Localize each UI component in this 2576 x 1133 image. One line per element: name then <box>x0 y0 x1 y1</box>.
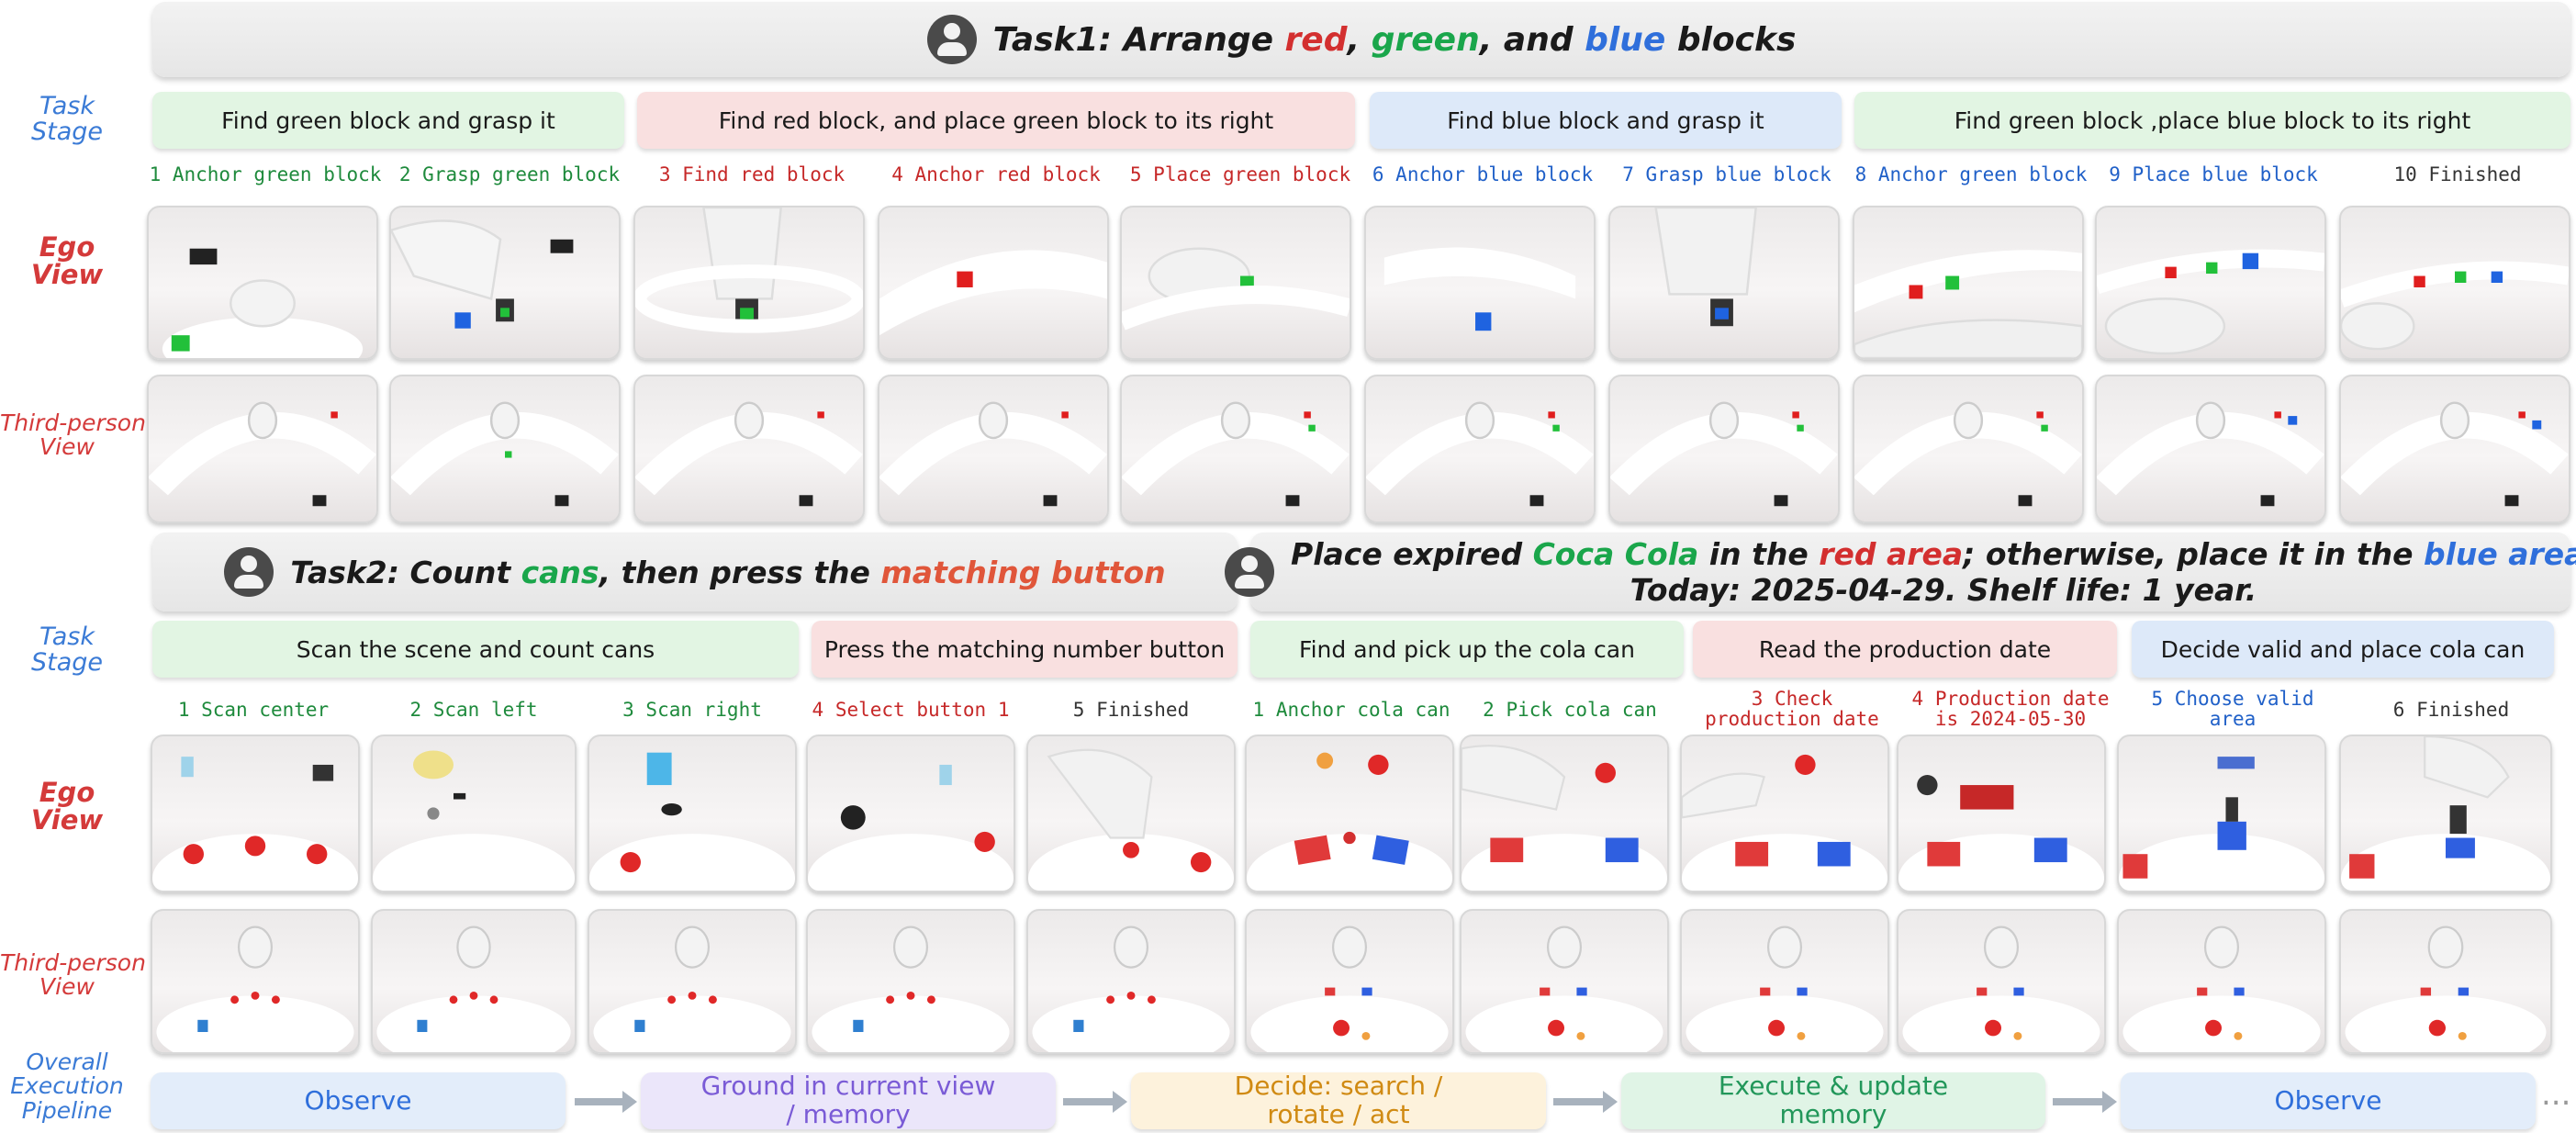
ego-view-image-top-7 <box>1608 206 1840 360</box>
step-bottom-11: 6 Finished <box>2392 699 2510 721</box>
third-person-image-top-9 <box>2095 375 2326 523</box>
step-bottom-3: 3 Scan right <box>622 699 762 721</box>
task1-banner: Task1: Arrange red, green, and blue bloc… <box>152 2 2570 77</box>
step-top-9: 9 Place blue block <box>2109 163 2318 185</box>
user-avatar-icon <box>926 15 977 64</box>
ego-view-image-top-8 <box>1853 206 2084 360</box>
pipeline-ellipsis: ... <box>2541 1076 2571 1113</box>
ego-view-image-top-1 <box>147 206 378 360</box>
third-person-image-bottom-8 <box>1680 909 1889 1054</box>
stage-bottom-1: Scan the scene and count cans <box>152 621 799 678</box>
stage-top-1: Find green block and grasp it <box>152 92 624 149</box>
stage-top-4: Find green block ,place blue block to it… <box>1854 92 2570 149</box>
third-person-image-bottom-2 <box>371 909 577 1054</box>
third-person-image-bottom-3 <box>588 909 797 1054</box>
step-top-8: 8 Anchor green block <box>1854 163 2088 185</box>
ego-view-image-bottom-7 <box>1460 735 1669 892</box>
stage-top-2: Find red block, and place green block to… <box>637 92 1355 149</box>
task3-title-line1: Place expired Coca Cola in the red area;… <box>1291 536 2576 572</box>
pipeline-ground: Ground in current view/ memory <box>641 1071 1056 1129</box>
ego-view-image-bottom-4 <box>806 735 1015 892</box>
pipeline-arrow-3 <box>1553 1091 1618 1113</box>
pipeline-arrow-4 <box>2053 1091 2117 1113</box>
pipeline-arrow-1 <box>575 1091 637 1113</box>
ego-view-image-bottom-2 <box>371 735 577 892</box>
third-person-image-bottom-6 <box>1245 909 1454 1054</box>
task2-title: Task2: Count cans, then press the matchi… <box>290 554 1166 590</box>
ego-view-image-bottom-9 <box>1897 735 2106 892</box>
task3-banner: Place expired Coca Cola in the red area;… <box>1225 533 2576 611</box>
pipeline-observe-1: Observe <box>151 1072 566 1129</box>
ego-view-image-top-5 <box>1120 206 1351 360</box>
ego-view-image-bottom-1 <box>151 735 360 892</box>
ego-view-image-top-9 <box>2095 206 2326 360</box>
step-top-2: 2 Grasp green block <box>398 163 621 185</box>
step-bottom-2: 2 Scan left <box>409 699 538 721</box>
stage-bottom-2: Press the matching number button <box>812 621 1238 678</box>
step-top-5: 5 Place green block <box>1129 163 1351 185</box>
task3-title-line2: Today: 2025-04-29. Shelf life: 1 year. <box>1630 572 2257 608</box>
third-person-image-top-7 <box>1608 375 1840 523</box>
step-top-10: 10 Finished <box>2393 163 2522 185</box>
user-avatar-icon <box>224 547 274 597</box>
step-bottom-6: 1 Anchor cola can <box>1252 699 1450 721</box>
stage-top-3: Find blue block and grasp it <box>1370 92 1842 149</box>
ego-view-image-bottom-11 <box>2339 735 2552 892</box>
third-person-image-bottom-11 <box>2339 909 2552 1054</box>
third-person-image-bottom-9 <box>1897 909 2106 1054</box>
third-person-image-top-2 <box>389 375 621 523</box>
step-top-1: 1 Anchor green block <box>149 163 382 185</box>
step-top-4: 4 Anchor red block <box>891 163 1101 185</box>
user-avatar-icon <box>1225 547 1275 597</box>
third-person-image-bottom-10 <box>2117 909 2326 1054</box>
ego-view-image-bottom-3 <box>588 735 797 892</box>
ego-view-image-bottom-5 <box>1026 735 1236 892</box>
pipeline-decide: Decide: search /rotate / act <box>1131 1071 1546 1129</box>
third-person-image-top-3 <box>633 375 865 523</box>
step-bottom-7: 2 Pick cola can <box>1483 699 1657 721</box>
task2-banner: Task2: Count cans, then press the matchi… <box>152 533 1238 611</box>
ego-view-image-top-4 <box>878 206 1109 360</box>
pipeline-observe-2: Observe <box>2121 1072 2536 1129</box>
step-top-7: 7 Grasp blue block <box>1622 163 1831 185</box>
third-person-image-top-1 <box>147 375 378 523</box>
pipeline-arrow-2 <box>1063 1091 1127 1113</box>
ego-view-image-top-3 <box>633 206 865 360</box>
ego-view-image-top-10 <box>2339 206 2570 360</box>
third-person-image-bottom-5 <box>1026 909 1236 1054</box>
ego-view-image-bottom-6 <box>1245 735 1454 892</box>
task1-title: Task1: Arrange red, green, and blue bloc… <box>992 20 1797 59</box>
stage-bottom-3: Find and pick up the cola can <box>1250 621 1684 678</box>
ego-view-image-bottom-10 <box>2117 735 2326 892</box>
third-person-image-top-5 <box>1120 375 1351 523</box>
ego-view-image-top-2 <box>389 206 621 360</box>
stage-bottom-4: Read the production date <box>1693 621 2117 678</box>
third-person-image-bottom-1 <box>151 909 360 1054</box>
third-person-image-bottom-4 <box>806 909 1015 1054</box>
ego-view-image-top-6 <box>1364 206 1596 360</box>
third-person-image-top-6 <box>1364 375 1596 523</box>
step-bottom-4: 4 Select button 1 <box>812 699 1010 721</box>
third-person-image-top-10 <box>2339 375 2570 523</box>
step-top-6: 6 Anchor blue block <box>1372 163 1594 185</box>
third-person-image-top-8 <box>1853 375 2084 523</box>
ego-view-image-bottom-8 <box>1680 735 1889 892</box>
stage-bottom-5: Decide valid and place cola can <box>2132 621 2554 678</box>
third-person-image-top-4 <box>878 375 1109 523</box>
step-top-3: 3 Find red block <box>658 163 846 185</box>
step-bottom-5: 5 Finished <box>1072 699 1190 721</box>
third-person-image-bottom-7 <box>1460 909 1669 1054</box>
step-bottom-1: 1 Scan center <box>177 699 330 721</box>
